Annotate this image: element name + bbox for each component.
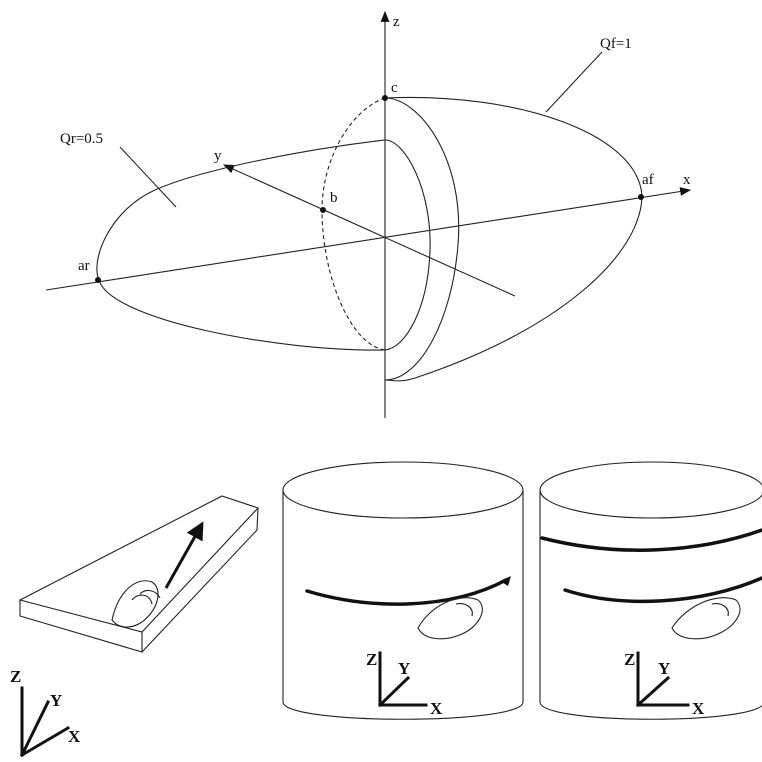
plate-panel: Z Y X <box>10 495 259 758</box>
plate-z-label: Z <box>10 667 21 686</box>
qf-leader <box>545 51 603 113</box>
pipe-double-panel: Z Y X <box>539 461 762 720</box>
x-axis <box>45 187 692 291</box>
z-axis-label: z <box>393 14 400 30</box>
point-ar <box>95 277 101 283</box>
pipe-single-x-label: X <box>430 699 443 718</box>
pipe-double-axes: Z Y X <box>624 650 705 718</box>
cross-section-inner <box>384 139 431 351</box>
pipe-single-path-arrowhead <box>500 576 511 586</box>
plate-x-label: X <box>68 727 81 746</box>
ar-label: ar <box>78 258 90 274</box>
pipe-single-weld-path <box>305 578 508 606</box>
heat-source-icon <box>111 580 161 628</box>
pipe-double-z-label: Z <box>624 650 635 669</box>
pipe-single-z-label: Z <box>366 650 377 669</box>
front-ellipsoid-outline <box>384 96 643 382</box>
pipe-single-axes: Z Y X <box>366 650 443 718</box>
pipe-double-y-label: Y <box>658 659 670 678</box>
cross-section-outer-back <box>321 97 386 351</box>
point-c <box>382 95 388 101</box>
plate-axes: Z Y X <box>10 667 81 758</box>
pipe-double-lower-weld-path <box>563 576 762 604</box>
plate-right-side <box>141 507 259 653</box>
plate-front-side <box>19 600 143 653</box>
y-axis-label: y <box>214 148 222 164</box>
cross-section-outer-front <box>384 97 460 381</box>
point-af <box>638 194 644 200</box>
pipe-double-upper-weld-path <box>540 528 762 552</box>
pipe-double-body <box>539 490 762 720</box>
pipe-double-top <box>539 461 762 519</box>
qf-label: Qf=1 <box>600 36 632 52</box>
pipe-single-body <box>282 490 524 720</box>
af-label: af <box>642 172 654 188</box>
pipe-double-heat-source-icon <box>671 597 741 640</box>
plate-top <box>18 495 259 633</box>
c-label: c <box>391 80 398 96</box>
x-axis-label: x <box>683 172 691 188</box>
plate-y-label: Y <box>50 691 62 710</box>
y-axis <box>222 164 516 297</box>
pipe-single-top <box>282 461 524 519</box>
qr-leader <box>119 146 177 208</box>
pipe-single-panel: Z Y X <box>282 461 524 720</box>
point-b <box>320 207 326 213</box>
b-label: b <box>330 190 338 206</box>
pipe-double-x-label: X <box>692 699 705 718</box>
pipe-single-heat-source-icon <box>417 597 483 640</box>
pipe-single-y-label: Y <box>398 659 410 678</box>
rear-ellipsoid-outline <box>96 139 386 351</box>
qr-label: Qr=0.5 <box>60 131 103 147</box>
travel-direction-arrow <box>164 521 204 589</box>
double-ellipsoid-diagram: z x y c b af ar Qf=1 Qr=0.5 <box>45 10 692 418</box>
